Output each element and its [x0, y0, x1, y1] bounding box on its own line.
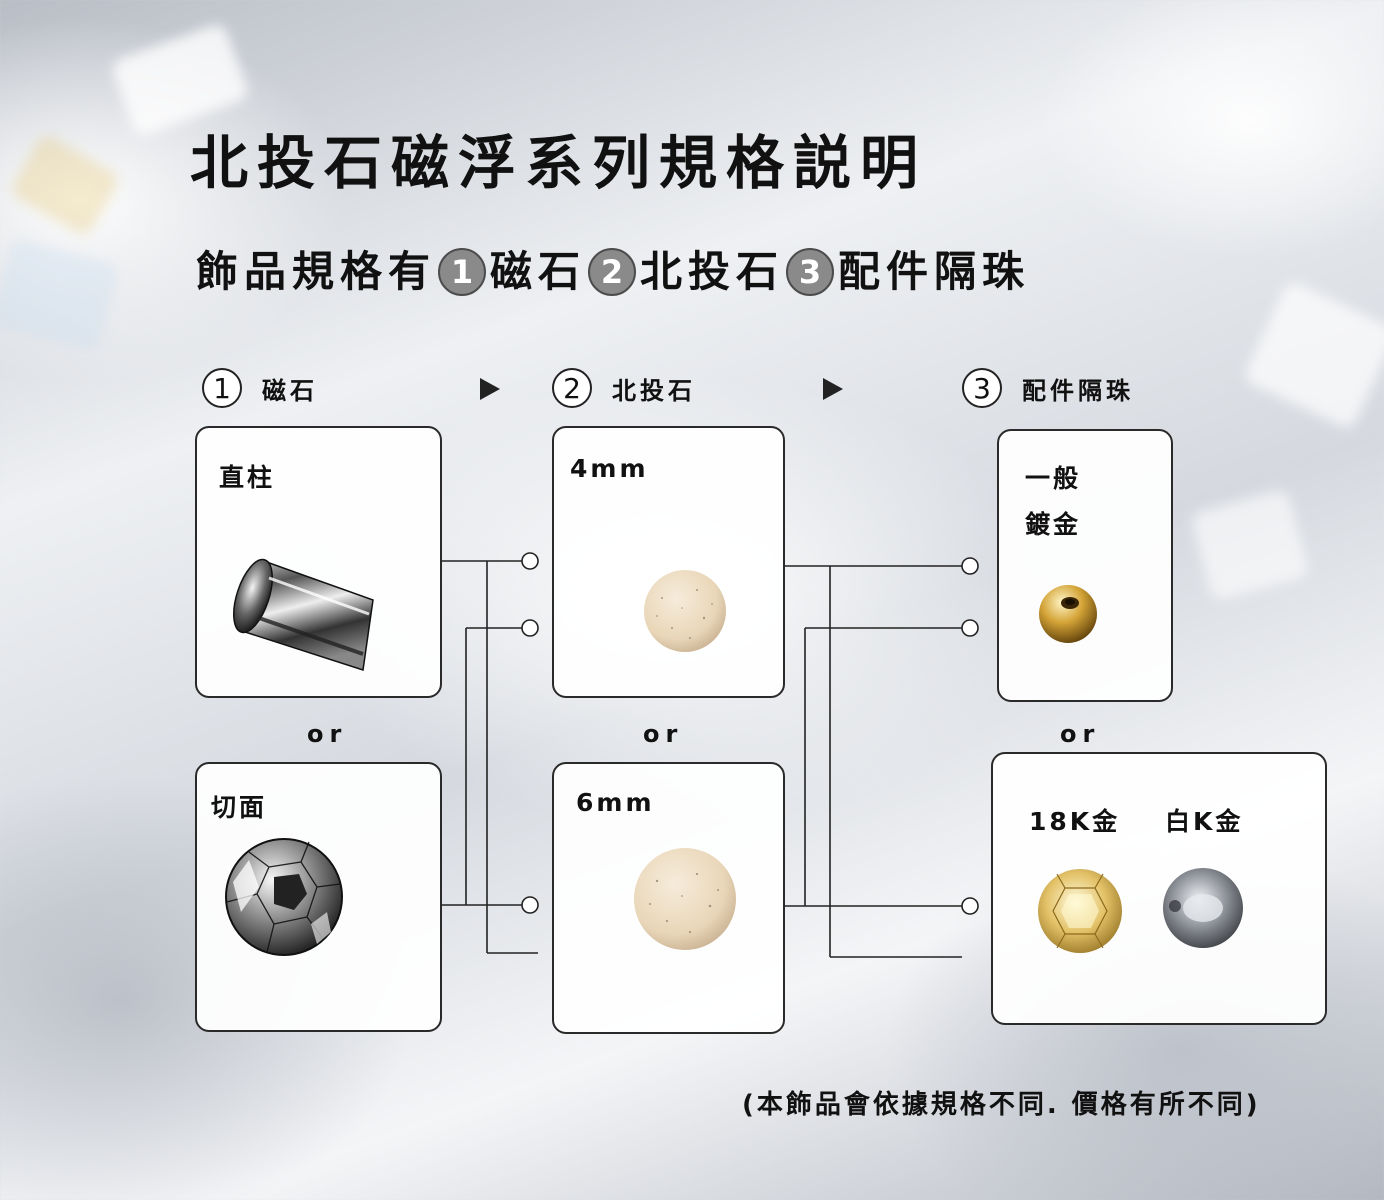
option-label: 白K金: [1165, 807, 1244, 836]
option-label: 4mm: [570, 454, 649, 483]
white-k-gold-bead-image: [1163, 868, 1243, 948]
arrow-right-icon: [480, 378, 500, 400]
subtitle-prefix: 飾品規格有: [196, 247, 437, 296]
option-label: 切面: [211, 793, 268, 822]
number-ring-1: 1: [202, 368, 242, 408]
number-ring-3: 3: [962, 368, 1002, 408]
number-badge-1: 1: [438, 248, 487, 296]
magnet-cylinder-image: [233, 558, 374, 671]
price-note: (本飾品會依據規格不同. 價格有所不同): [742, 1090, 1261, 1120]
option-card-4mm: 4mm: [552, 426, 785, 698]
option-label: 6mm: [576, 788, 655, 817]
hokutolite-bead-6mm-image: [634, 848, 736, 950]
option-card-gold-plated: 一般 鍍金: [997, 429, 1173, 702]
number-badge-3: 3: [786, 248, 835, 296]
option-card-straight-cylinder: 直柱: [195, 426, 442, 698]
section-header-spacer-bead: 3 配件隔珠: [962, 368, 1134, 408]
option-card-k-gold: 18K金 白K金: [991, 752, 1327, 1025]
or-separator: or: [643, 720, 684, 748]
option-label: 18K金: [1029, 807, 1121, 836]
subtitle-item-hokutolite: 北投石: [640, 247, 785, 296]
section-header-magnet: 1 磁石: [202, 368, 318, 408]
subtitle-item-magnet: 磁石: [490, 247, 587, 296]
subtitle: 飾品規格有 1 磁石 2 北投石 3 配件隔珠: [196, 244, 1030, 300]
section-header-hokutolite: 2 北投石: [552, 368, 696, 408]
page-title: 北投石磁浮系列規格説明: [190, 129, 928, 197]
arrow-right-icon: [823, 378, 843, 400]
18k-gold-bead-image: [1038, 869, 1122, 953]
number-badge-2: 2: [588, 248, 637, 296]
section-label: 配件隔珠: [1022, 376, 1134, 405]
section-label: 磁石: [262, 376, 318, 405]
or-separator: or: [1060, 720, 1101, 748]
faceted-magnet-image: [225, 838, 343, 956]
gold-plated-bead-image: [1039, 585, 1097, 643]
option-card-6mm: 6mm: [552, 762, 785, 1034]
or-separator: or: [307, 720, 348, 748]
option-card-faceted: 切面: [195, 762, 442, 1032]
hokutolite-bead-4mm-image: [644, 570, 726, 652]
number-ring-2: 2: [552, 368, 592, 408]
section-label: 北投石: [612, 376, 696, 405]
subtitle-item-spacer-bead: 配件隔珠: [838, 247, 1031, 296]
option-label: 鍍金: [1025, 510, 1082, 539]
option-label: 直柱: [219, 463, 276, 492]
option-label: 一般: [1025, 464, 1082, 493]
